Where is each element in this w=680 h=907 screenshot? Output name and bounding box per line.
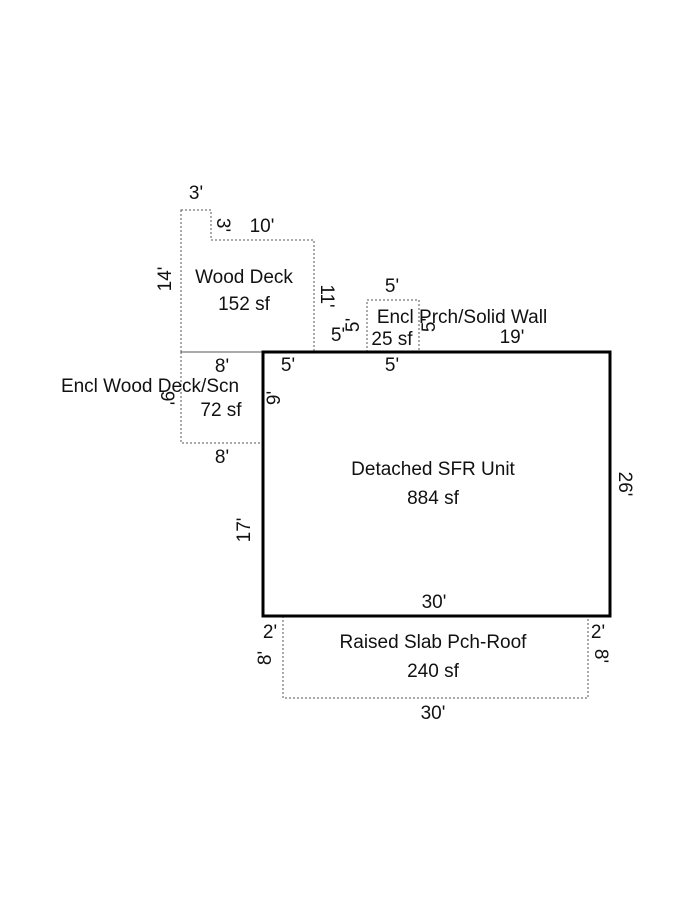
- dim-encl-deck-bottom: 8': [215, 447, 229, 468]
- dim-porch-top: 5': [385, 276, 399, 297]
- encl-porch-area: 25 sf: [371, 329, 413, 350]
- dim-slab-right: 8': [590, 649, 611, 663]
- wood-deck-area: 152 sf: [218, 294, 270, 315]
- dim-deck-left: 14': [155, 267, 176, 292]
- dim-encl-deck-top: 8': [215, 356, 229, 377]
- detached-sfr-unit-outline: [261, 350, 612, 618]
- dim-encl-deck-right: 9': [264, 391, 285, 405]
- slab-porch-area: 240 sf: [407, 661, 459, 682]
- raised-slab-porch-outline: [282, 615, 589, 699]
- dim-main-left: 17': [234, 518, 255, 543]
- sfr-unit-label: Detached SFR Unit: [351, 459, 515, 480]
- dim-deck-right: 11': [316, 284, 337, 307]
- dim-main-right: 26': [614, 472, 635, 497]
- dim-porch-right: 5': [419, 318, 440, 332]
- dim-main-top-c: 19': [500, 327, 525, 348]
- dim-main-top-b: 5': [385, 355, 399, 376]
- dim-deck-notch-top: 3': [189, 183, 203, 204]
- dim-slab-left-top: 2': [263, 622, 277, 643]
- dim-deck-notch-side: 3': [212, 218, 233, 232]
- dim-main-top-a: 5': [281, 355, 295, 376]
- dim-porch-left: 5': [331, 325, 345, 346]
- encl-wood-deck-outline: [180, 351, 264, 444]
- dim-encl-deck-left: 9': [156, 391, 177, 405]
- dim-slab-left: 8': [255, 651, 276, 665]
- dim-main-bottom: 30': [422, 592, 447, 613]
- slab-porch-label: Raised Slab Pch-Roof: [340, 632, 528, 653]
- encl-wood-deck-label: Encl Wood Deck/Scn: [61, 376, 239, 397]
- dim-deck-top: 10': [250, 216, 275, 237]
- dim-slab-right-top: 2': [591, 622, 605, 643]
- dim-porch-left-small: 5': [343, 318, 364, 332]
- encl-wood-deck-area: 72 sf: [200, 400, 242, 421]
- encl-porch-label: Encl Prch/Solid Wall: [377, 307, 547, 328]
- dim-slab-bottom: 30': [421, 703, 446, 724]
- sfr-unit-area: 884 sf: [407, 488, 459, 509]
- wood-deck-label: Wood Deck: [195, 267, 293, 288]
